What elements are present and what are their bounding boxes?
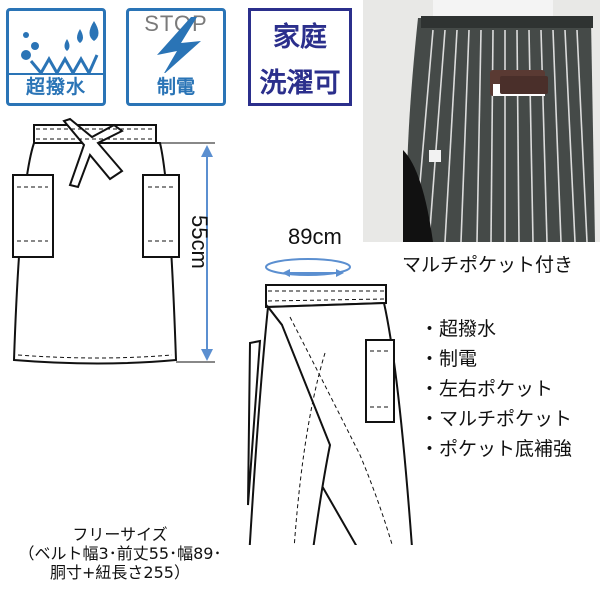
feature-item: ・超撥水	[420, 318, 497, 340]
size-detail-line1: （ベルト幅3･前丈55･幅89･	[18, 544, 222, 563]
antistatic-badge: STOP 制電	[126, 8, 226, 106]
striped-apron-photo	[363, 0, 600, 242]
feature-item: ・ポケット底補強	[420, 438, 573, 460]
width-dimension-label: 89cm	[288, 224, 342, 249]
stop-text: STOP	[144, 11, 208, 36]
size-label: フリーサイズ	[72, 525, 168, 544]
length-dimension-label: 55cm	[187, 215, 212, 269]
wrap-apron-diagram	[247, 258, 413, 545]
front-apron-diagram	[12, 117, 215, 365]
badge-line2: 洗濯可	[259, 68, 341, 99]
circumference-arrow	[265, 258, 351, 277]
badge-label: 超撥水	[25, 76, 86, 98]
length-dimension-arrow	[201, 145, 213, 361]
photo-caption: マルチポケット付き	[402, 254, 574, 276]
product-photo	[363, 0, 600, 242]
feature-item: ・左右ポケット	[420, 378, 554, 400]
size-detail-line2: 胴寸+紐長さ255）	[50, 563, 190, 582]
badge-divider	[9, 73, 103, 75]
water-drops-icon	[21, 21, 99, 73]
size-note: フリーサイズ （ベルト幅3･前丈55･幅89･ 胴寸+紐長さ255）	[0, 525, 240, 582]
lightning-bolt-icon	[157, 17, 201, 73]
water-repellent-badge: 超撥水	[6, 8, 106, 106]
home-washable-badge: 家庭 洗濯可	[248, 8, 352, 106]
feature-item: ・マルチポケット	[420, 408, 573, 430]
feature-item: ・制電	[420, 348, 478, 370]
feature-list: ・超撥水 ・制電 ・左右ポケット ・マルチポケット ・ポケット底補強	[420, 314, 572, 464]
badge-line1: 家庭	[273, 22, 327, 53]
badge-label: 制電	[156, 76, 195, 98]
